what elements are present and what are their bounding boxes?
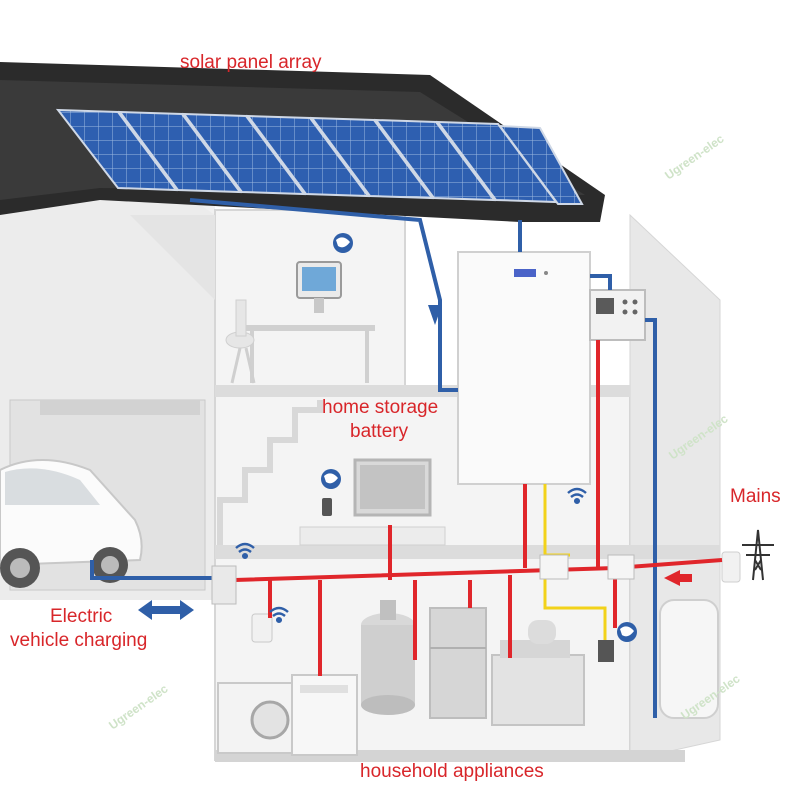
dryer (291, 674, 358, 756)
globe-icon (617, 622, 637, 642)
wifi-icon (567, 487, 587, 505)
mains-meter (721, 551, 741, 583)
garage-frame (40, 400, 200, 415)
solar-panel (245, 114, 371, 198)
meter-sensor (598, 640, 614, 662)
desk-with-computer (225, 261, 375, 384)
battery-label-line2: battery (350, 421, 409, 442)
mains-pylon-icon (742, 529, 774, 581)
bidirectional-arrow-shaft (152, 606, 180, 614)
globe-icon (321, 469, 341, 489)
ev-label-line1: Electric (50, 606, 113, 627)
ev-label-line2: vehicle charging (10, 630, 148, 651)
solar-panel (55, 108, 179, 192)
dc-wiring (90, 198, 657, 718)
inverter-unit (589, 289, 646, 341)
solar-panel (181, 112, 307, 196)
battery-label-line1: home storage (322, 397, 439, 418)
solar-panel (497, 124, 584, 205)
left-arrow-icon (138, 600, 152, 620)
ev-charger-box (211, 565, 237, 605)
home-storage-battery (457, 251, 591, 485)
right-arrow-icon (180, 600, 194, 620)
grid-flow-arrow-icon (664, 570, 680, 586)
wall-switch (251, 613, 273, 643)
boiler-unit (491, 620, 585, 726)
tv-unit (299, 458, 446, 546)
electric-car (0, 459, 143, 588)
appliances-label: household appliances (360, 761, 544, 782)
breaker-box (539, 554, 569, 580)
outdoor-water-tank (659, 599, 719, 719)
grid-flow-arrow-shaft (678, 574, 692, 582)
washing-machine (217, 682, 294, 754)
solar-panel-label: solar panel array (180, 52, 322, 73)
down-arrow-icon (428, 305, 442, 325)
water-heater-tank (361, 600, 415, 715)
grid-switch-box (607, 554, 635, 580)
refrigerator (429, 607, 487, 719)
solar-panel-array (55, 108, 584, 205)
solar-panel (309, 116, 435, 200)
solar-panel (117, 110, 243, 194)
globe-icon (333, 233, 353, 253)
mains-label: Mains (730, 486, 781, 507)
wifi-icon (235, 542, 255, 560)
staircase (217, 400, 323, 545)
wifi-icon (269, 606, 289, 624)
solar-panel (373, 118, 497, 202)
middle-floor-slab (215, 545, 720, 559)
gable-shadow (130, 215, 215, 300)
